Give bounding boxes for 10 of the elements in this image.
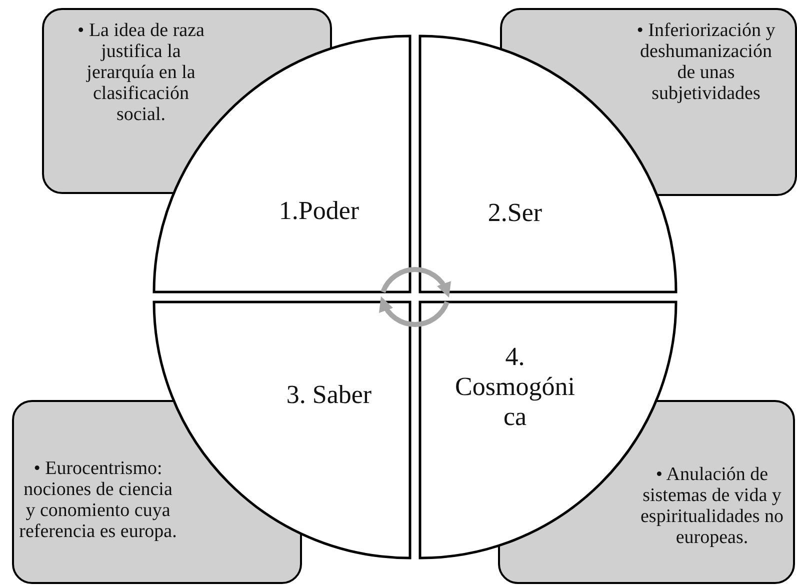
quadrant-label: 4. Cosmogónica (454, 342, 576, 432)
cycle-arrow (380, 267, 450, 298)
note-text: • Inferiorización y deshumanización de unas subjetividades (636, 20, 776, 104)
quadrant-label: 1.Poder (278, 196, 360, 226)
quadrant-label: 2.Ser (486, 198, 544, 228)
note-text: • La idea de raza justifica la jerarquía en la clasificación social. (76, 20, 206, 125)
cycle-arrow (380, 296, 450, 327)
note-text: • Anulación de sistemas de vida y espiritualidades no europeas. (640, 464, 784, 548)
note-text: • Eurocentrismo: nociones de ciencia y conomiento cuya referencia es europa. (18, 458, 178, 542)
quadrant-label: 3. Saber (285, 380, 373, 410)
